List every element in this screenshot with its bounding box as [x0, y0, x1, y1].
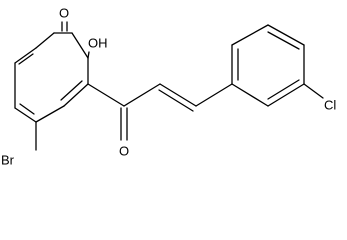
- bond-c4-c3: [35, 105, 65, 123]
- bond-ar-3: [267, 24, 305, 46]
- bond-ring-carbonyl-carbon: [87, 83, 125, 107]
- bond-ar-3-inner: [267, 31, 300, 50]
- bromine-label: Br: [1, 152, 15, 167]
- bond-ar-5-inner: [267, 79, 300, 100]
- bond-alpha-beta: [159, 83, 197, 107]
- chemical-structure-diagram: O OH Br O Cl: [1, 5, 336, 167]
- enone-linker: O: [87, 83, 233, 158]
- tropolone-ring: [14, 32, 89, 123]
- bond-c3-c2-inner: [60, 80, 83, 101]
- bond-c7-c6: [14, 47, 37, 64]
- bond-c-cl: [303, 83, 324, 99]
- chlorine-substituent: Cl: [303, 83, 336, 112]
- bond-c1-c7: [35, 32, 55, 49]
- bond-c3-c2: [63, 83, 89, 107]
- bond-ar-5: [267, 83, 305, 107]
- bond-c-oh: [87, 51, 90, 59]
- bond-ar-6: [231, 83, 269, 107]
- bond-c7-c6-inner: [18, 53, 34, 65]
- hydroxyl-group: OH: [87, 35, 108, 59]
- ring-carbonyl: O: [59, 5, 69, 32]
- bromine-substituent: Br: [1, 121, 37, 167]
- bond-co-alpha: [123, 83, 161, 107]
- enone-oxygen-label: O: [119, 143, 129, 158]
- bond-c5-c4: [14, 107, 37, 123]
- bond-c1-c1b: [71, 32, 89, 59]
- bond-c5-c4-inner: [19, 103, 35, 115]
- bond-beta-aryl: [195, 83, 233, 107]
- chlorophenyl-ring: [231, 24, 305, 107]
- bond-ar-2: [231, 24, 269, 46]
- oxo-label: O: [59, 5, 69, 20]
- bond-alpha-beta-inner: [158, 89, 194, 112]
- chlorine-label: Cl: [324, 97, 336, 112]
- hydroxyl-label: OH: [88, 35, 108, 50]
